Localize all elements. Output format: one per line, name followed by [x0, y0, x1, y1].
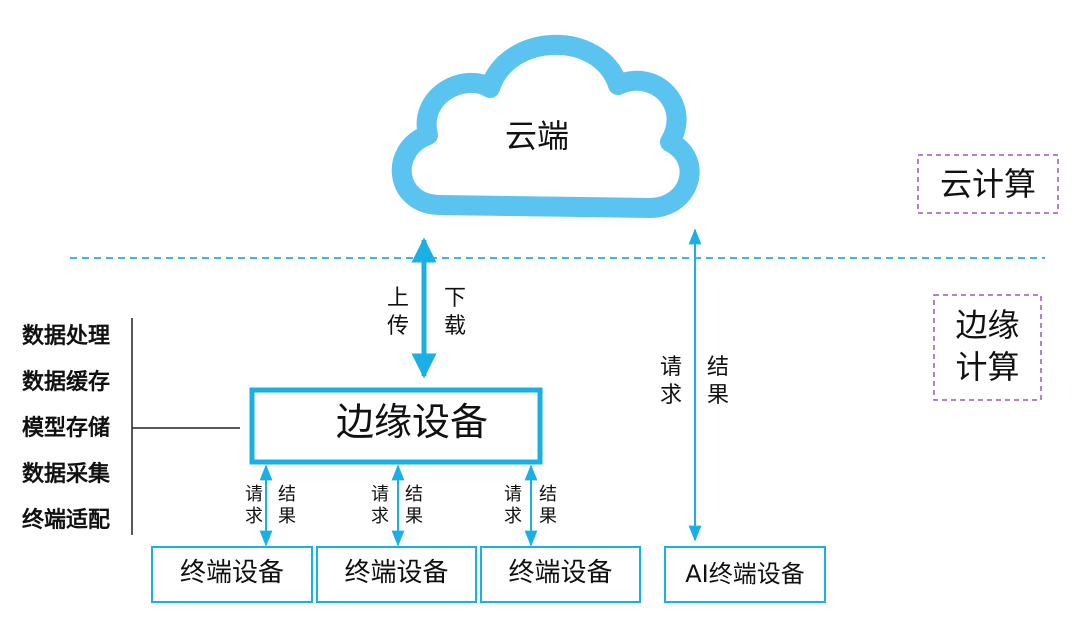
edge-device-box — [249, 387, 543, 465]
ai-terminal-box — [664, 546, 826, 603]
download-label: 下 载 — [443, 286, 466, 339]
cloud-shape — [391, 34, 700, 218]
terminal-request-label-2: 请 求 — [371, 484, 389, 527]
ai-terminal-label: AI终端设备 — [685, 560, 805, 588]
terminal-request-label-1: 请 求 — [245, 484, 263, 527]
terminal-box-3 — [480, 546, 641, 603]
ai-request-label: 请 求 — [659, 355, 682, 408]
terminal-label-2: 终端设备 — [344, 558, 449, 588]
ai-result-label: 结 果 — [706, 355, 729, 408]
terminal-label-1: 终端设备 — [179, 558, 284, 588]
function-item-4: 数据采集 — [22, 462, 111, 487]
edge-device-label: 边缘设备 — [335, 400, 488, 444]
function-item-3: 模型存储 — [22, 416, 111, 441]
cloud-label: 云端 — [505, 117, 570, 155]
terminal-result-label-2: 结 果 — [405, 484, 423, 527]
terminal-request-label-3: 请 求 — [504, 484, 522, 527]
function-item-1: 数据处理 — [22, 324, 111, 349]
terminal-result-label-3: 结 果 — [539, 484, 557, 527]
upload-label: 上 传 — [386, 286, 409, 339]
terminal-box-1 — [151, 546, 313, 603]
terminal-label-3: 终端设备 — [508, 558, 613, 588]
terminal-box-2 — [316, 546, 477, 603]
edge-computing-zone-label: 边缘 计算 — [955, 306, 1020, 386]
cloud-computing-zone-label: 云计算 — [939, 165, 1036, 203]
function-item-5: 终端适配 — [22, 508, 111, 533]
function-item-2: 数据缓存 — [22, 370, 111, 395]
edge-computing-zone-box — [933, 294, 1042, 401]
terminal-result-label-1: 结 果 — [278, 484, 296, 527]
